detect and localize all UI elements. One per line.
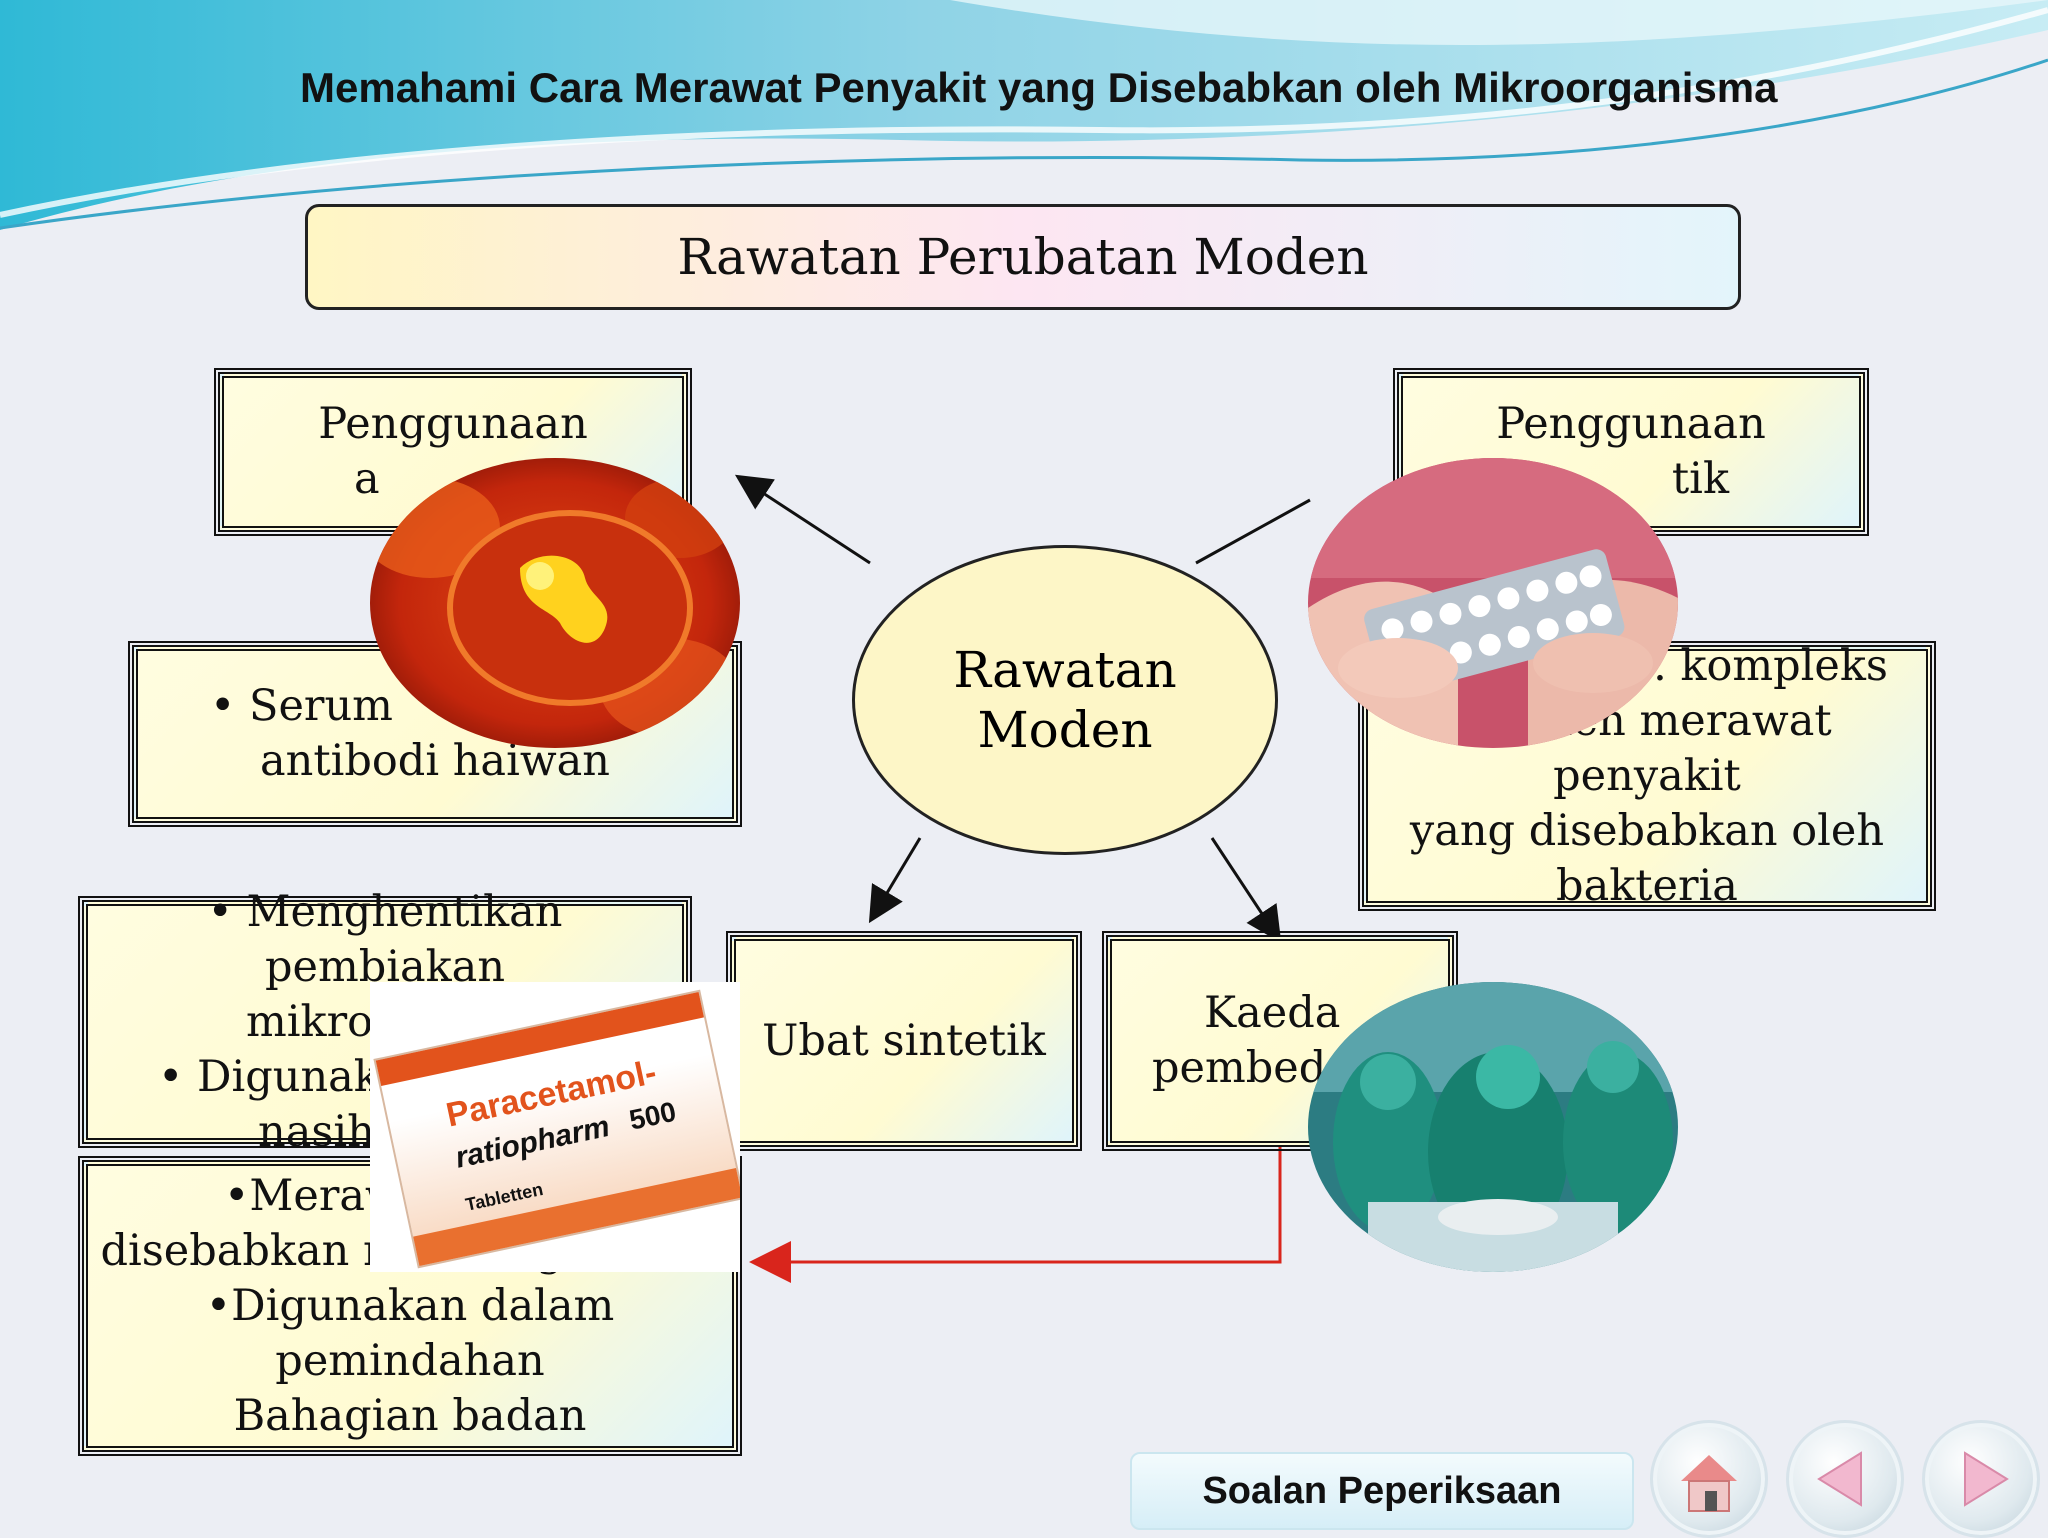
box-text: •Meraw (224, 1170, 402, 1221)
header-wave-decoration (0, 0, 2048, 230)
back-icon (1817, 1451, 1862, 1507)
home-button[interactable] (1650, 1420, 1768, 1538)
box-text: Penggunaan (1496, 399, 1766, 449)
box-ubat-sintetik: Ubat sintetik (726, 931, 1082, 1151)
box-text: a (354, 454, 380, 504)
arrow-to-top-right (1195, 498, 1311, 565)
box-text: nasiha (258, 1106, 401, 1157)
box-mid-left: • Serum antibodi haiwan (128, 641, 742, 827)
box-text: Penggunaan (318, 399, 588, 449)
box-text: • Digunaka (158, 1051, 406, 1102)
arrow-to-ubat (868, 837, 922, 924)
drug-dose: 500 (626, 1095, 679, 1136)
box-text: • Serum (210, 681, 393, 731)
surgery-image (1308, 982, 1678, 1272)
soalan-peperiksaan-button[interactable]: Soalan Peperiksaan (1130, 1452, 1634, 1530)
center-text: Rawatan (953, 641, 1177, 699)
slide-title: Memahami Cara Merawat Penyakit yang Dise… (300, 64, 1778, 111)
home-icon (1681, 1455, 1737, 1512)
center-text: Moden (977, 701, 1153, 759)
box-text: bakteria (1556, 860, 1738, 911)
paracetamol-box-image: Paracetamol- ratiopharm 500 Tabletten (370, 982, 740, 1272)
pills-blister-image (1308, 458, 1678, 748)
box-mid-right: . kompleks • Boleh merawat penyakit yang… (1358, 641, 1936, 911)
box-text: Bahagian badan (233, 1390, 587, 1441)
center-node-rawatan-moden: Rawatan Moden (852, 545, 1278, 855)
arrow-to-top-left (734, 474, 871, 565)
box-text: tik (1671, 454, 1729, 504)
forward-button[interactable] (1922, 1420, 2040, 1538)
red-arrow-to-bottom-left (749, 1146, 1282, 1283)
back-button[interactable] (1786, 1420, 1904, 1538)
box-text: yang disebabkan oleh (1409, 805, 1885, 856)
box-text: . kompleks (1653, 640, 1888, 691)
box-text: pembed (1152, 1043, 1327, 1093)
box-text: Kaeda (1204, 988, 1341, 1038)
box-text: Ubat sintetik (762, 1015, 1046, 1066)
box-text: mikroo (246, 996, 399, 1047)
box-text: • Menghentikan pembiakan (207, 886, 563, 992)
arrow-to-kaedah (1210, 837, 1282, 944)
microbe-cells-image (370, 458, 740, 748)
banner-heading: Rawatan Perubatan Moden (305, 204, 1741, 310)
banner-text: Rawatan Perubatan Moden (677, 228, 1369, 286)
box-text: •Digunakan dalam pemindahan (205, 1280, 615, 1386)
forward-icon (1964, 1451, 2009, 1507)
soalan-label: Soalan Peperiksaan (1202, 1469, 1562, 1512)
